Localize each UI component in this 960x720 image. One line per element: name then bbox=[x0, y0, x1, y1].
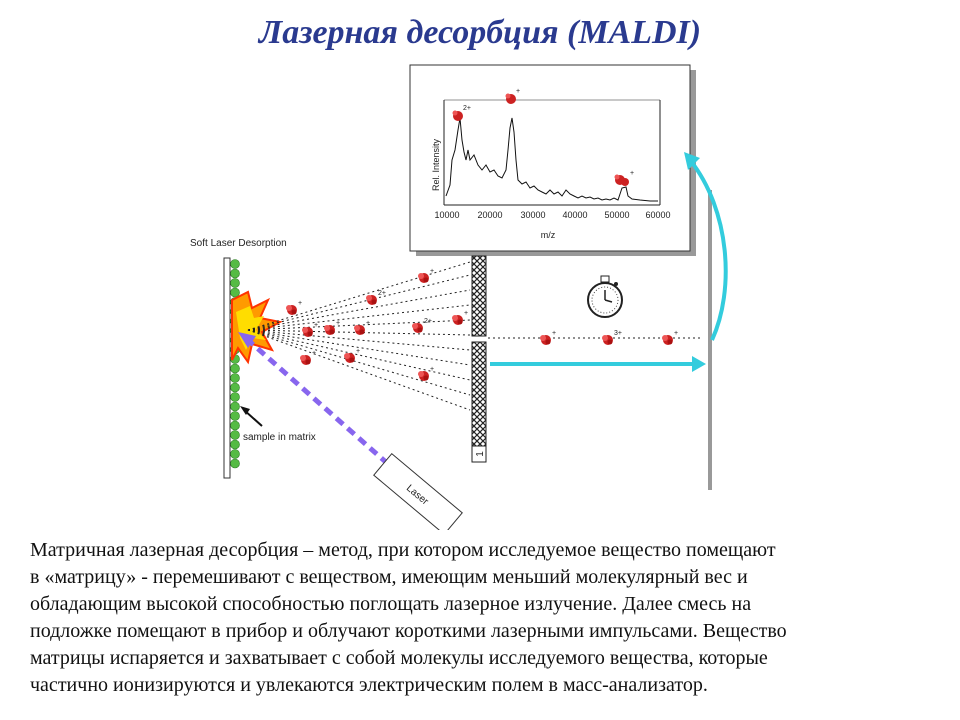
sample-bead bbox=[230, 287, 240, 298]
peak-charge-label: 2+ bbox=[463, 105, 471, 112]
sample-bead bbox=[230, 401, 240, 412]
x-tick-label: 50000 bbox=[604, 210, 629, 220]
sample-bead bbox=[230, 420, 240, 431]
sample-label: sample in matrix bbox=[243, 432, 316, 443]
sample-bead bbox=[230, 458, 240, 469]
soft-laser-label: Soft Laser Desorption bbox=[190, 238, 287, 249]
sample-bead bbox=[230, 411, 240, 421]
page-title: Лазерная десорбция (MALDI) bbox=[258, 14, 702, 51]
ion-molecule: 2+ bbox=[412, 318, 432, 333]
ion-plume-lines bbox=[247, 261, 471, 411]
ion-molecule: + bbox=[418, 268, 434, 283]
description-paragraph: Матричная лазерная десорбция – метод, пр… bbox=[30, 537, 945, 699]
plume-line bbox=[247, 304, 471, 331]
ion-molecule: 3+ bbox=[602, 330, 622, 345]
plume-line bbox=[247, 329, 471, 396]
ion-charge-label: + bbox=[314, 322, 318, 329]
paragraph-line: частично ионизируются и увлекаются элект… bbox=[30, 674, 708, 696]
peak-charge-label: + bbox=[630, 170, 634, 177]
x-tick-label: 20000 bbox=[477, 210, 502, 220]
plume-line bbox=[247, 274, 471, 331]
sample-bead bbox=[230, 278, 240, 288]
x-tick-label: 60000 bbox=[645, 210, 670, 220]
sample-bead bbox=[230, 430, 240, 440]
x-tick-label: 30000 bbox=[520, 210, 545, 220]
ion-molecule: + bbox=[452, 310, 468, 325]
ion-molecule: + bbox=[302, 322, 318, 337]
laser-beam bbox=[238, 332, 390, 466]
sample-bead bbox=[230, 439, 240, 450]
ion-charge-label: + bbox=[336, 320, 340, 327]
sample-bead bbox=[230, 392, 240, 402]
extraction-grid: 1 bbox=[471, 255, 487, 463]
sample-bead bbox=[230, 259, 240, 269]
ion-molecule: + bbox=[540, 330, 556, 345]
ion-molecule: + bbox=[344, 348, 360, 363]
ion-molecule: + bbox=[418, 366, 434, 381]
paragraph-line: в «матрицу» - перемешивают с веществом, … bbox=[30, 566, 748, 588]
detector-wall bbox=[708, 190, 712, 490]
spectrum-xlabel: m/z bbox=[541, 230, 556, 240]
spectrum-inset: Rel. Intensity 10000 20000 30000 40000 5… bbox=[409, 64, 696, 256]
sample-bead bbox=[230, 382, 240, 393]
ion-molecule: + bbox=[662, 330, 678, 345]
ion-charge-label: + bbox=[356, 348, 360, 355]
spectrum-ylabel: Rel. Intensity bbox=[431, 138, 441, 191]
ion-charge-label: + bbox=[312, 350, 316, 357]
x-tick-label: 10000 bbox=[434, 210, 459, 220]
spectrum-x-ticks: 10000 20000 30000 40000 50000 60000 bbox=[434, 210, 670, 220]
ion-charge-label: + bbox=[430, 268, 434, 275]
ion-charge-label: 2+ bbox=[378, 290, 386, 297]
detector-label: 1 bbox=[475, 451, 486, 457]
ions: +2+ + + +2+ + + + + + +3+ + bbox=[286, 268, 678, 381]
sample-beads bbox=[230, 259, 240, 469]
paragraph-line: Матричная лазерная десорбция – метод, пр… bbox=[30, 539, 776, 561]
ion-molecule: 2+ bbox=[366, 290, 386, 305]
plume-line bbox=[247, 261, 471, 331]
sample-plate bbox=[223, 257, 240, 479]
peak-charge-label: + bbox=[516, 88, 520, 95]
plume-line bbox=[247, 319, 471, 331]
paragraph-line: обладающим высокой способностью поглощат… bbox=[30, 593, 752, 615]
sample-bead bbox=[230, 363, 240, 374]
x-tick-label: 40000 bbox=[562, 210, 587, 220]
maldi-diagram: Rel. Intensity 10000 20000 30000 40000 5… bbox=[190, 64, 728, 530]
peak-ion-icons: 2+ + + bbox=[452, 88, 634, 186]
ion-charge-label: 2+ bbox=[424, 318, 432, 325]
sample-bead bbox=[230, 449, 240, 459]
ion-charge-label: 3+ bbox=[614, 330, 622, 337]
ion-charge-label: + bbox=[674, 330, 678, 337]
sample-bead bbox=[230, 373, 240, 383]
sample-bead bbox=[230, 268, 240, 279]
reflect-arrow bbox=[688, 158, 728, 341]
plume-line bbox=[247, 329, 471, 351]
ion-charge-label: + bbox=[430, 366, 434, 373]
paragraph-line: матрицы испаряется и захватывает с собой… bbox=[30, 647, 768, 669]
paragraph-line: подложке помещают в прибор и облучают ко… bbox=[30, 620, 787, 642]
ion-charge-label: + bbox=[366, 320, 370, 327]
ion-molecule: + bbox=[286, 300, 302, 315]
laser-device: Laser bbox=[373, 453, 463, 530]
ion-charge-label: + bbox=[298, 300, 302, 307]
ion-charge-label: + bbox=[552, 330, 556, 337]
plume-line bbox=[247, 329, 471, 411]
ion-molecule: + bbox=[354, 320, 370, 335]
spectrum-trace bbox=[445, 117, 658, 202]
ion-charge-label: + bbox=[464, 310, 468, 317]
ion-molecule: + bbox=[324, 320, 340, 335]
stopwatch-icon bbox=[587, 275, 623, 318]
ion-molecule: + bbox=[300, 350, 316, 365]
